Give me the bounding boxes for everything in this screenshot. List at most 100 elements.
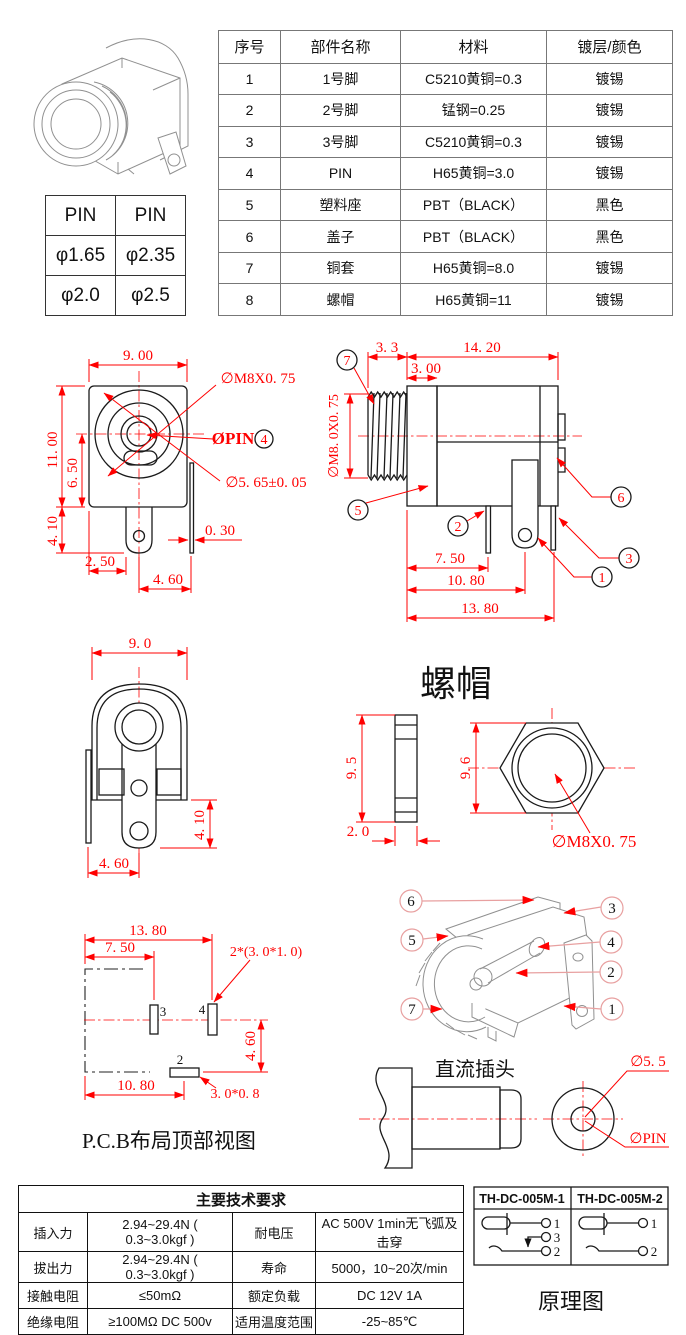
- front-view-dimensions: 9. 00 11. 00 6. 50 4. 10 2. 50 4. 60 0. …: [45, 348, 307, 593]
- m1-pin-3: 3: [554, 1230, 561, 1245]
- cutaway-3d-view: 6 3 5 4 2 7 1: [399, 889, 624, 1042]
- dim-side-total-length: 14. 20: [463, 340, 501, 356]
- m2-pin-2: 2: [651, 1244, 658, 1259]
- schematic-model-1: 1 3 2: [481, 1213, 561, 1259]
- model-1-label: TH-DC-005M-1: [479, 1192, 564, 1206]
- pcb-layout-drawing: 3 4 2 13. 80 7. 50 2*(3. 0*1. 0) 4. 60 1…: [82, 923, 303, 1153]
- col-header-index: 序号: [218, 30, 281, 64]
- col-header-part: 部件名称: [280, 30, 401, 64]
- pin-table-header: PIN: [115, 195, 186, 236]
- dim-side-pin1: 7. 50: [435, 551, 465, 567]
- dim-nut-hex: 9. 6: [458, 756, 474, 779]
- schematic-model-2: 1 2: [578, 1213, 658, 1259]
- cutaway-outline: [415, 896, 595, 1042]
- pcb-dimensions: 13. 80 7. 50 2*(3. 0*1. 0) 4. 60 10. 80 …: [84, 923, 303, 1102]
- balloon-6: 6: [618, 491, 625, 506]
- dim-front-height: 11. 00: [45, 432, 61, 469]
- dim-front-offset: 2. 50: [85, 554, 115, 570]
- tech-table-title: 主要技术要求: [17, 1185, 465, 1213]
- pin-size-cell: φ2.5: [115, 275, 186, 316]
- dim-front-pitch: 4. 60: [153, 572, 183, 588]
- connector-3d-outline: [33, 38, 189, 175]
- balloon-5: 5: [408, 933, 416, 949]
- balloon-1: 1: [599, 571, 606, 586]
- side-view-balloons: 7 5 2 6 3 1: [336, 349, 640, 588]
- schematic-caption: 原理图: [538, 1289, 604, 1314]
- label-plug-pin: ∅PIN: [629, 1131, 666, 1147]
- nut-slice-dimensions: 9. 5 2. 0: [344, 714, 440, 846]
- label-side-thread-spec: ∅M8. 0X0. 75: [327, 394, 342, 478]
- pcb-pads: 3 4 2: [149, 1002, 218, 1078]
- balloon-3: 3: [608, 901, 616, 917]
- pad-label-4: 4: [199, 1002, 206, 1017]
- nut-title: 螺帽: [420, 664, 492, 704]
- balloon-2: 2: [455, 520, 462, 535]
- pin-size-cell: φ2.0: [45, 275, 116, 316]
- plug-body: [375, 1067, 522, 1169]
- balloon-2: 2: [607, 965, 615, 981]
- balloon-4: 4: [261, 433, 268, 448]
- rear-view-body: [85, 683, 188, 849]
- dim-pcb-vertical: 4. 60: [243, 1031, 259, 1061]
- front-view-body: [88, 385, 195, 554]
- dim-side-pin3: 13. 80: [461, 601, 499, 617]
- m1-pin-2: 2: [554, 1244, 561, 1259]
- label-thread-spec: ∅M8X0. 75: [221, 371, 296, 387]
- pin-table-header: PIN: [45, 195, 116, 236]
- balloon-4: 4: [607, 935, 615, 951]
- label-nut-thread: ∅M8X0. 75: [552, 832, 637, 851]
- rear-view-dimensions: 9. 0 4. 10 4. 60: [87, 636, 217, 878]
- balloon-6: 6: [407, 894, 415, 910]
- label-plug-dia: ∅5. 5: [630, 1054, 666, 1070]
- side-view-dimensions: 3. 3 14. 20 3. 00 ∅M8. 0X0. 75 7. 50 10.…: [327, 340, 559, 622]
- dim-front-pin-length: 4. 10: [45, 516, 61, 546]
- pin-size-table: PIN PIN φ1.65 φ2.35 φ2.0 φ2.5: [45, 195, 186, 316]
- balloon-7: 7: [344, 354, 351, 369]
- nut-hex-view: [468, 708, 636, 830]
- dim-side-thread-length: 3. 3: [376, 340, 399, 356]
- label-pcb-slots: 2*(3. 0*1. 0): [230, 945, 303, 960]
- pad-label-3: 3: [160, 1004, 167, 1019]
- dc-plug-drawing: 直流插头 ∅5. 5 ∅PIN: [359, 1054, 669, 1169]
- dim-pcb-pin1: 7. 50: [105, 940, 135, 956]
- col-header-material: 材料: [400, 30, 547, 64]
- pcb-board-edge: [84, 968, 150, 1073]
- dim-side-pin2: 10. 80: [447, 573, 485, 589]
- label-pcb-slot2: 3. 0*0. 8: [211, 1087, 260, 1102]
- pin-size-cell: φ1.65: [45, 235, 116, 276]
- nut-side-slice: [394, 714, 418, 823]
- iso-3d-view: [33, 38, 189, 175]
- label-pin-dia: ØPIN: [212, 429, 255, 448]
- dim-side-step: 3. 00: [411, 361, 441, 377]
- dim-nut-thickness: 2. 0: [347, 824, 370, 840]
- dim-pcb-pin2: 10. 80: [117, 1078, 155, 1094]
- balloon-5: 5: [355, 504, 362, 519]
- m2-pin-1: 1: [651, 1216, 658, 1231]
- pcb-caption: P.C.B布局顶部视图: [82, 1129, 256, 1153]
- balloon-7: 7: [408, 1002, 416, 1018]
- m1-pin-1: 1: [554, 1216, 561, 1231]
- dim-rear-pitch: 4. 60: [99, 856, 129, 872]
- model-2-label: TH-DC-005M-2: [577, 1192, 662, 1206]
- dim-rear-width: 9. 0: [129, 636, 152, 652]
- dim-nut-height: 9. 5: [344, 757, 360, 780]
- balloon-1: 1: [608, 1002, 616, 1018]
- cutaway-balloons: 6 3 5 4 2 7 1: [399, 889, 624, 1021]
- nut-drawing: 螺帽 9. 5 2. 0 9. 6 ∅M8X0. 75: [344, 664, 637, 851]
- dim-pcb-total: 13. 80: [129, 923, 167, 939]
- dim-front-center: 6. 50: [65, 458, 81, 488]
